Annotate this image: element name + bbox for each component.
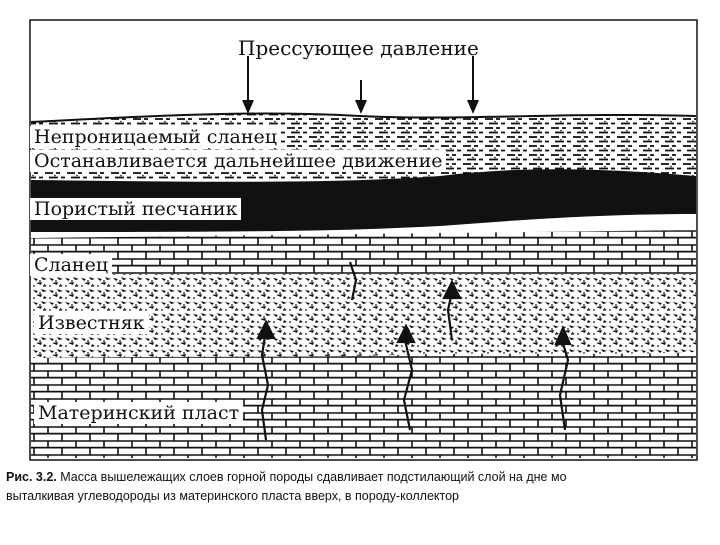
caption-text: Масса вышележащих слоев горной породы сд… (57, 470, 567, 484)
caption-text-line2: выталкивая углеводороды из материнского … (6, 489, 459, 503)
layer-label-stops-movement: Останавливается дальнейшее движение (30, 150, 446, 172)
caption-number: Рис. 3.2. (6, 470, 57, 484)
layer-label-porous-sandstone: Пористый песчаник (30, 198, 241, 220)
figure-caption: Рис. 3.2. Масса вышележащих слоев горной… (6, 468, 718, 506)
layer-label-shale: Сланец (30, 254, 112, 276)
pressure-arrows (242, 56, 479, 114)
pressure-label: Прессующее давление (238, 36, 479, 60)
layer-label-impermeable-shale: Непроницаемый сланец (30, 126, 281, 148)
layer-label-limestone: Известняк (34, 312, 149, 334)
layer-label-source-rock: Материнский пласт (34, 402, 243, 424)
